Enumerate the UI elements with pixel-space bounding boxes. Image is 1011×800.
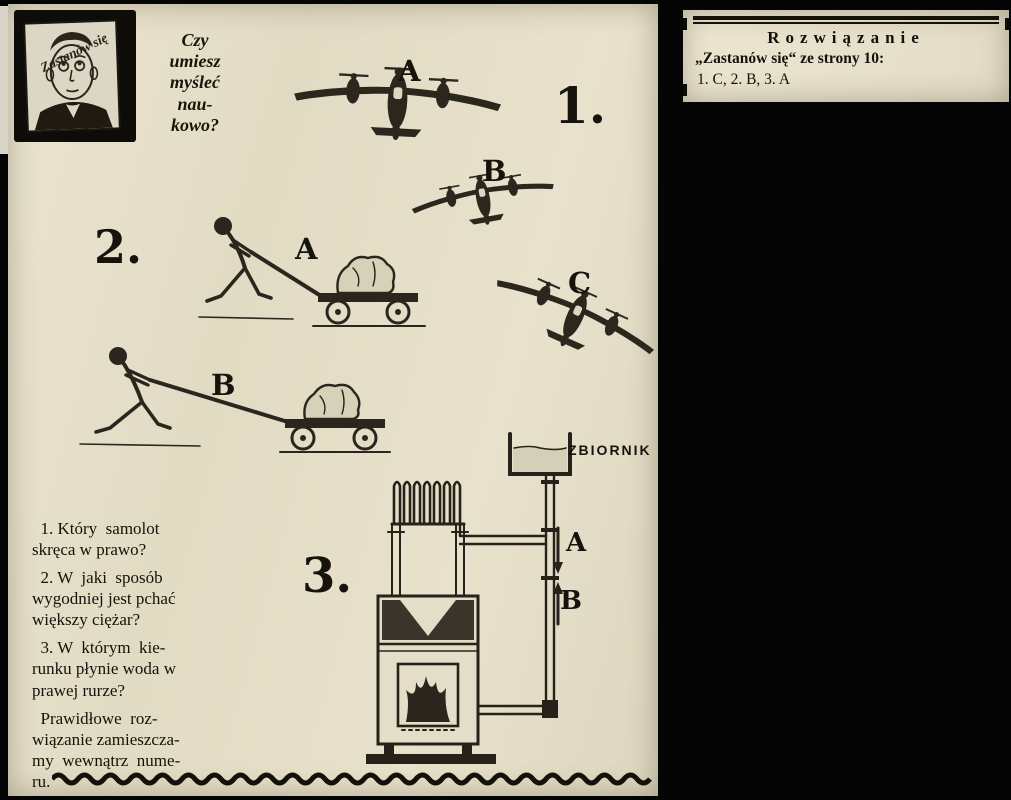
masthead-tagline: Czy umiesz myśleć nau- kowo? <box>169 30 221 135</box>
plane-a-label: A <box>398 54 421 88</box>
solution-top-rule-thick <box>693 16 999 20</box>
solution-answers: 1. C, 2. B, 3. A <box>697 71 791 88</box>
scan-edge-artifact <box>0 6 8 154</box>
boiler-diagram <box>366 432 572 764</box>
questions-column: 1. Który samolot skręca w prawo? 2. W ja… <box>32 518 310 799</box>
column-rule-tick-left-top <box>683 18 687 30</box>
plane-b-label: B <box>482 154 507 188</box>
cart-a-label: A <box>295 232 318 266</box>
arrow-b-label: B <box>560 586 582 616</box>
question-2: 2. W jaki sposób wygodniej jest pchać wi… <box>32 568 176 630</box>
solution-top-rule-thin <box>693 22 999 24</box>
logo-sketch-panel: Zastanów się <box>25 21 119 131</box>
puzzle2-number: 2. <box>94 220 143 274</box>
question-3: 3. W którym kie- runku płynie woda w pra… <box>32 638 177 700</box>
column-rule-tick-left-bottom <box>683 84 687 96</box>
solution-subtitle: „Zastanów się“ ze strony 10: <box>695 50 885 67</box>
solution-title: Rozwiązanie <box>767 28 925 47</box>
puzzle3-number: 3. <box>302 548 353 604</box>
arrow-a-label: A <box>566 528 587 558</box>
cart-b-label: B <box>211 368 236 402</box>
thinking-man-illustration <box>34 31 113 131</box>
column-rule-tick-right-top <box>1005 18 1009 30</box>
solution-clipping: Rozwiązanie „Zastanów się“ ze strony 10:… <box>683 10 1009 102</box>
masthead-logo: Zastanów się <box>14 10 136 142</box>
wavy-divider <box>52 772 652 786</box>
question-1: 1. Który samolot skręca w prawo? <box>32 519 160 560</box>
pushing-cart-b-illustration <box>79 347 391 453</box>
answer-note: Prawidłowe roz- wiązanie zamieszcza- my … <box>32 708 181 791</box>
left-clipping: Zastanów się Czy umiesz myśleć nau- kowo… <box>8 4 666 799</box>
tank-label: ZBIORNIK <box>568 442 652 458</box>
puzzle1-number: 1. <box>554 76 607 135</box>
pushing-cart-a-illustration <box>198 217 426 327</box>
plane-c-label: C <box>568 266 592 300</box>
